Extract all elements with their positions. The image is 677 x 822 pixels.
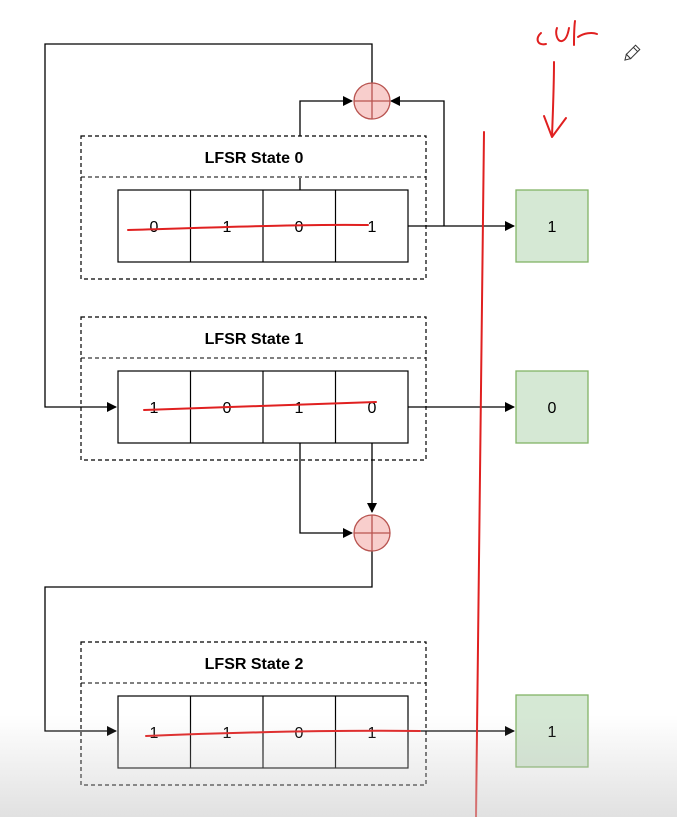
strike-line-state-1 xyxy=(143,401,377,411)
xor-gate-1 xyxy=(353,514,391,552)
state-1-tap-2-arrow xyxy=(299,443,353,538)
output-box-2: 1 xyxy=(515,694,589,768)
state-2-bit-2: 0 xyxy=(295,725,304,742)
feedback-0-arrow xyxy=(44,43,373,412)
state-2-bit-3: 1 xyxy=(368,725,377,742)
output-box-0: 1 xyxy=(515,189,589,263)
state-1-bit-3: 0 xyxy=(368,400,377,417)
output-2-value: 1 xyxy=(548,724,557,741)
strike-line-state-0 xyxy=(127,223,369,231)
lfsr-state-1: LFSR State 1 1 0 1 0 xyxy=(80,316,427,461)
state-0-container xyxy=(80,135,427,280)
state-2-title: LFSR State 2 xyxy=(205,656,304,673)
state-1-bit-0: 1 xyxy=(150,400,159,417)
state-0-title: LFSR State 0 xyxy=(205,150,304,167)
state-0-tap-3-arrow xyxy=(390,96,445,226)
state-0-bit-3: 1 xyxy=(368,219,377,236)
state-0-bit-0: 0 xyxy=(150,219,159,236)
output-0-value: 1 xyxy=(548,219,557,236)
handwritten-u4-mark xyxy=(536,20,598,46)
state-2-bit-0: 1 xyxy=(150,725,159,742)
xor-gate-0 xyxy=(353,82,391,120)
state-1-bit-2: 1 xyxy=(295,400,304,417)
output-box-1: 0 xyxy=(515,370,589,444)
output-1-value: 0 xyxy=(548,400,557,417)
state-0-bit-2: 0 xyxy=(295,219,304,236)
lfsr-state-0: LFSR State 0 0 1 0 1 xyxy=(80,135,427,280)
lfsr-state-2: LFSR State 2 1 1 0 1 xyxy=(80,641,427,786)
state-1-bit-1: 0 xyxy=(223,400,232,417)
state-1-title: LFSR State 1 xyxy=(205,331,304,348)
vertical-divider-line xyxy=(475,131,485,818)
pencil-icon[interactable] xyxy=(623,44,641,62)
state-0-tap-2-arrow-upper xyxy=(299,96,353,136)
annotation-down-arrow xyxy=(551,61,555,137)
state-1-container xyxy=(80,316,427,461)
annotation-down-arrowhead xyxy=(543,115,567,138)
